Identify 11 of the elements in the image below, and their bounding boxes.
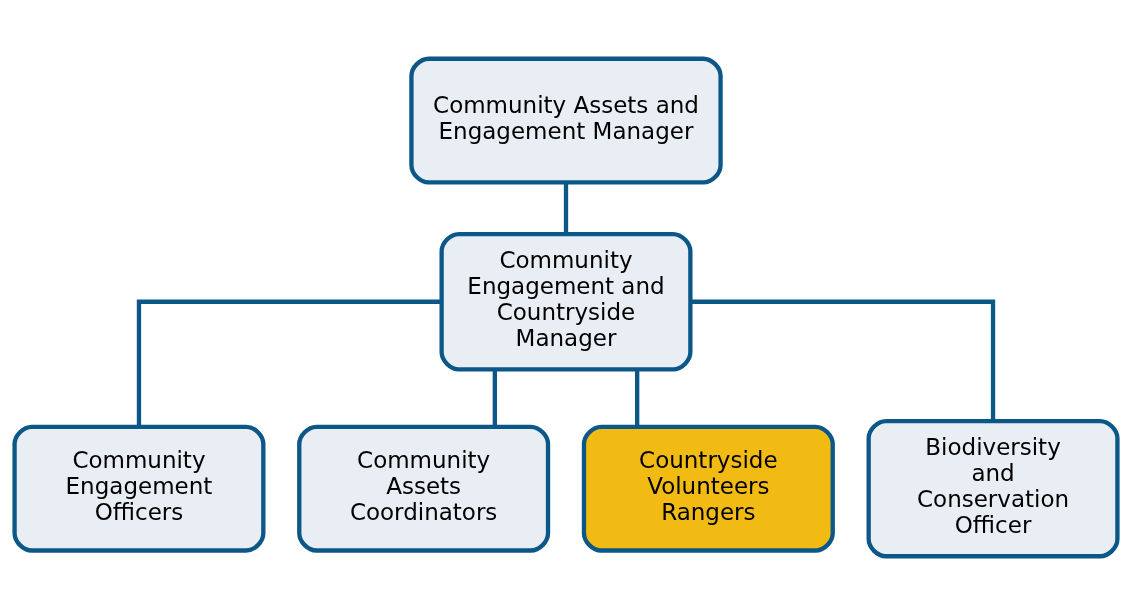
node-box: Community Engagement and Countryside Manager <box>439 232 693 372</box>
connector <box>563 182 569 234</box>
node-box: Biodiversity and Conservation Officer <box>866 418 1120 559</box>
node-box: Countryside Volunteers Rangers <box>581 424 835 553</box>
connector <box>136 299 442 427</box>
node-box: Community Assets Coordinators <box>297 424 551 553</box>
node-box: Community Assets and Engagement Manager <box>409 56 723 185</box>
connector <box>690 299 996 421</box>
node-box: Community Engagement Officers <box>12 424 266 553</box>
connector <box>635 369 640 427</box>
connector <box>492 369 497 427</box>
